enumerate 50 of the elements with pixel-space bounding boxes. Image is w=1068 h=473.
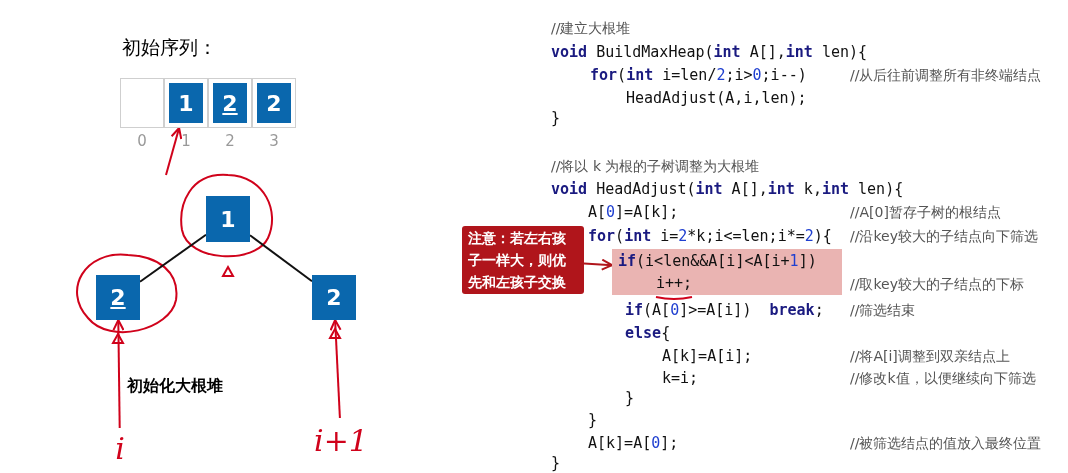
highlight-box [612,249,842,295]
code-comment: //沿key较大的子结点向下筛选 [850,227,1038,246]
handwritten-label: i+1 [308,418,374,462]
code-line: void BuildMaxHeap(int A[],int len){ [551,42,868,63]
index-label: 2 [224,132,236,152]
tree-edge [249,234,313,283]
code-line: if(A[0]>=A[i]) break; [625,300,824,321]
array-cell: 2 [252,78,296,128]
code-line: for(int i=2*k;i<=len;i*=2){ [588,226,832,247]
tree-edge [139,233,207,283]
callout-box: 注意：若左右孩子一样大，则优先和左孩子交换 [462,226,584,294]
code-line: for(int i=len/2;i>0;i--) [590,65,807,86]
arrow [329,319,342,419]
code-line: k=i; [662,368,699,389]
code-line: if(i<len&&A[i]<A[i+1]) [618,251,817,272]
arrow [165,127,183,176]
arrow [583,258,613,271]
handwritten-label: i [104,428,136,468]
arrow [112,319,125,429]
code-line: } [551,453,561,473]
code-line: A[0]=A[k]; [588,202,679,223]
tree-node: 2 [96,275,140,320]
code-line: } [551,108,561,129]
code-comment: //将以 k 为根的子树调整为大根堆 [551,157,760,176]
code-line: A[k]=A[0]; [588,433,679,454]
array-cell: 2 [208,78,252,128]
tree-node: 1 [206,196,250,242]
code-comment: //从后往前调整所有非终端结点 [850,66,1042,85]
index-label: 3 [268,132,280,152]
index-label: 0 [136,132,148,152]
code-comment: //被筛选结点的值放入最终位置 [850,434,1042,453]
code-line: } [588,410,598,431]
code-comment: //修改k值，以便继续向下筛选 [850,369,1036,388]
code-comment: //建立大根堆 [551,19,631,38]
code-comment: //A[0]暂存子树的根结点 [850,203,1001,222]
code-line: i++; [656,273,693,294]
heading: 初始序列： [122,35,217,60]
code-line: HeadAdjust(A,i,len); [626,88,807,109]
code-line: } [625,388,635,409]
code-line: A[k]=A[i]; [662,346,753,367]
code-line: void HeadAdjust(int A[],int k,int len){ [551,179,904,200]
code-comment: //取key较大的子结点的下标 [850,275,1024,294]
code-comment: //筛选结束 [850,301,916,320]
code-line: else{ [625,323,671,344]
caption-text: 初始化大根堆 [126,376,224,397]
index-label: 1 [180,132,192,152]
code-comment: //将A[i]调整到双亲结点上 [850,347,1010,366]
tree-node: 2 [312,275,356,320]
array-cell [120,78,164,128]
array-cell: 1 [164,78,208,128]
